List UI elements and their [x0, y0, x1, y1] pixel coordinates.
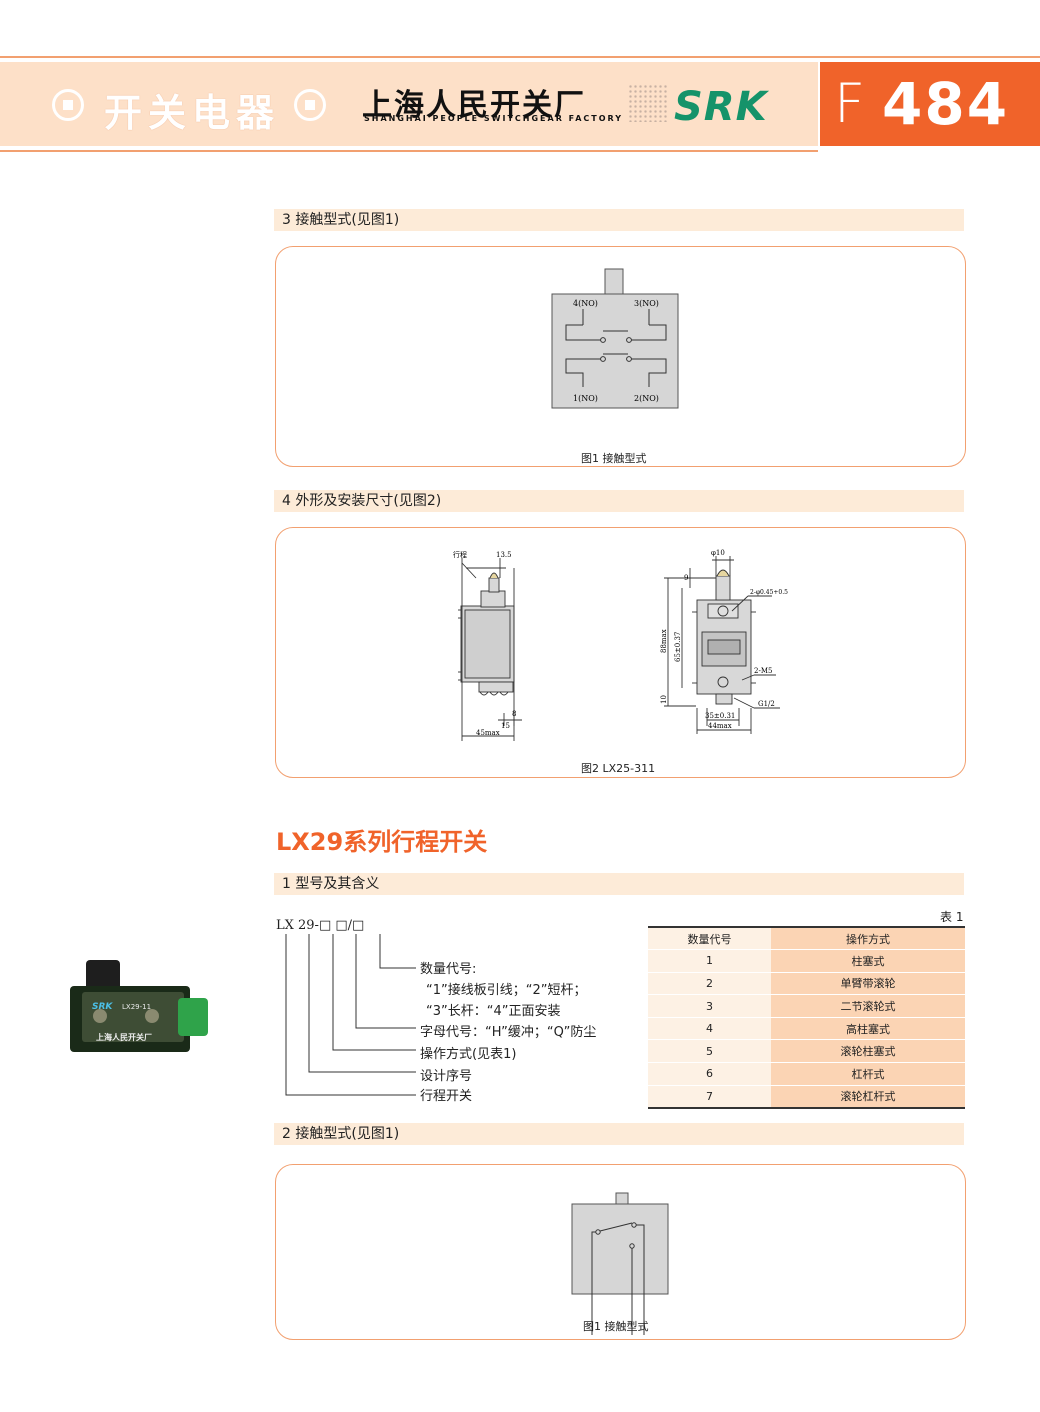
table-cell: 2: [648, 972, 771, 996]
section-title-contact-type-lx29: 2 接触型式(见图1): [274, 1123, 964, 1145]
terminal-label: 3(NO): [634, 299, 659, 308]
table-cell: 6: [648, 1062, 771, 1086]
dim-label: 行程: [453, 550, 467, 559]
table-cell: 3: [648, 994, 771, 1018]
section-title-dimensions: 4 外形及安装尺寸(见图2): [274, 490, 964, 512]
dim-label: 88max: [660, 629, 668, 653]
table-cell: 7: [648, 1085, 771, 1109]
bullet-circle-icon: [294, 89, 326, 121]
section-title-model: 1 型号及其含义: [274, 873, 964, 895]
brand-logo: SRK: [674, 84, 768, 130]
table-cell: 5: [648, 1039, 771, 1064]
table-header: 操作方式: [771, 926, 965, 951]
figure-caption: 图2 LX25-311: [581, 762, 656, 775]
table-cell: 单臂带滚轮: [771, 972, 965, 996]
model-code-leader-lines: [285, 934, 416, 1096]
dim-label: 65±0.37: [674, 632, 682, 662]
dot-pattern-icon: [628, 84, 668, 122]
dim-label: 10: [660, 695, 668, 704]
table-cell: 柱塞式: [771, 949, 965, 973]
figure-caption: 图1 接触型式: [581, 452, 647, 465]
dim-label: 13.5: [496, 551, 512, 559]
table-cell: 二节滚轮式: [771, 994, 965, 1018]
model-code-item: 行程开关: [420, 1089, 473, 1104]
photo-model: LX29-11: [122, 1003, 151, 1011]
model-code-item: “3”长杆：“4”正面安装: [426, 1004, 561, 1019]
model-code-item: 操作方式(见表1): [420, 1047, 517, 1062]
figure-caption: 图1 接触型式: [583, 1320, 649, 1333]
dimension-drawing: 行程 13.5 45max 15 8 φ10 9 2-φ0.45+0.5 88m…: [453, 549, 788, 741]
dim-label: 44max: [708, 722, 732, 730]
dim-label: φ10: [711, 549, 725, 557]
dim-label: 9: [684, 574, 688, 582]
page-prefix: F: [834, 72, 866, 135]
model-code-item: “1”接线板引线；“2”短杆；: [426, 983, 587, 998]
dim-label: G1/2: [758, 700, 775, 708]
table-cell: 滚轮杠杆式: [771, 1085, 965, 1109]
page-number-box: F 484: [820, 62, 1040, 146]
photo-brand: SRK: [92, 1002, 113, 1012]
terminal-label: 4(NO): [573, 299, 598, 308]
model-code: LX 29-□ □/□: [276, 918, 365, 933]
figure-panel-contact: 4(NO) 3(NO) 1(NO) 2(NO) 图1 接触型式: [275, 246, 966, 467]
dim-label: 15: [501, 722, 510, 730]
company-name-cn: 上海人民开关厂: [362, 88, 586, 123]
header-title: 开关电器: [104, 91, 281, 135]
section-title-contact-type: 3 接触型式(见图1): [274, 209, 964, 231]
header-top-line: [0, 56, 1040, 58]
series-title: LX29系列行程开关: [276, 828, 488, 856]
contact-diagram-lx29: [571, 1192, 669, 1335]
table-cell: 高柱塞式: [771, 1017, 965, 1041]
dim-label: 8: [512, 710, 516, 718]
bullet-circle-icon: [52, 89, 84, 121]
terminal-label: 1(NO): [573, 394, 598, 403]
dim-label: 2-φ0.45+0.5: [750, 589, 788, 596]
model-code-item: 数量代号:: [420, 962, 477, 977]
table-label: 表 1: [940, 910, 964, 924]
header-bottom-line: [0, 150, 818, 152]
dim-label: 35±0.31: [705, 712, 735, 720]
table-cell: 1: [648, 949, 771, 973]
model-code-item: 字母代号：“H”缓冲；“Q”防尘: [420, 1025, 597, 1040]
table-cell: 4: [648, 1017, 771, 1041]
dim-label: 2-M5: [754, 667, 772, 675]
photo-maker: 上海人民开关厂: [96, 1032, 152, 1042]
header-band: [0, 62, 818, 146]
page-number: 484: [882, 70, 1010, 138]
terminal-label: 2(NO): [634, 394, 659, 403]
figure-panel-contact-lx29: 图1 接触型式: [275, 1164, 966, 1340]
model-code-item: 设计序号: [420, 1069, 473, 1084]
table-header: 数量代号: [648, 926, 771, 951]
product-photo: SRK LX29-11 上海人民开关厂: [70, 960, 208, 1052]
table-cell: 滚轮柱塞式: [771, 1039, 965, 1064]
contact-diagram: 4(NO) 3(NO) 1(NO) 2(NO): [551, 268, 679, 409]
figure-panel-dimensions: 行程 13.5 45max 15 8 φ10 9 2-φ0.45+0.5 88m…: [275, 527, 966, 778]
company-name-en: SHANGHAI PEOPLE SWITCHGEAR FACTORY: [364, 114, 624, 123]
dim-label: 45max: [476, 729, 500, 737]
table-header-row: 数量代号 操作方式: [648, 926, 965, 951]
table-cell: 杠杆式: [771, 1062, 965, 1086]
